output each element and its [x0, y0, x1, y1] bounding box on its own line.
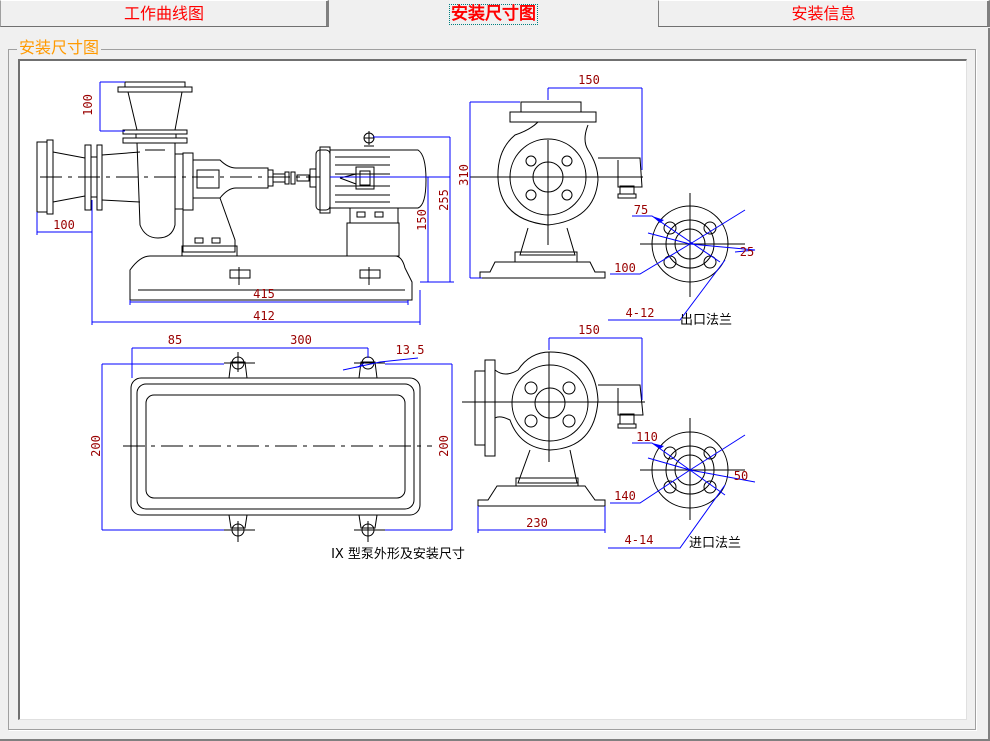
tab-label: 安装信息 [791, 4, 856, 23]
tab-panel [0, 28, 990, 741]
tab-bar: 工作曲线图 安装尺寸图 安装信息 [0, 0, 990, 30]
tab-label: 安装尺寸图 [449, 4, 538, 25]
tab-install-dimensions[interactable]: 安装尺寸图 [329, 0, 658, 30]
group-title: 安装尺寸图 [17, 38, 102, 58]
tab-work-curve[interactable]: 工作曲线图 [0, 0, 329, 27]
tab-label: 工作曲线图 [123, 4, 204, 23]
group-box [8, 49, 976, 730]
tab-install-info[interactable]: 安装信息 [658, 0, 990, 27]
drawing-canvas [18, 59, 967, 720]
